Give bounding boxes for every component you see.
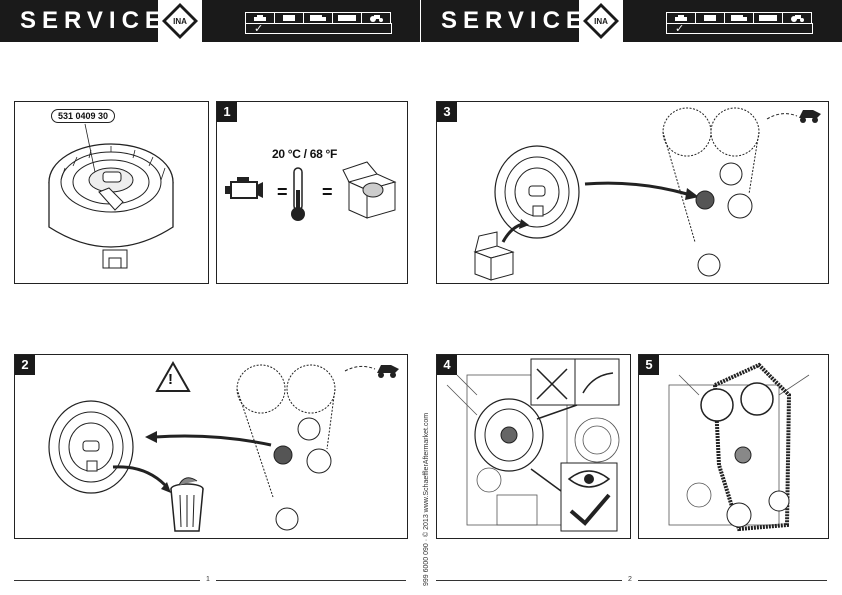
vehicle-box-car xyxy=(666,12,695,24)
equals-symbol-2: = xyxy=(322,182,333,202)
panel-step-4: 4 xyxy=(436,354,631,539)
belt-layout xyxy=(236,364,336,531)
box-open-icon xyxy=(473,231,515,281)
header-divider xyxy=(420,0,421,42)
car-icon xyxy=(675,15,687,21)
panel-step-2: 2 xyxy=(14,354,408,539)
equals-symbol-1: = xyxy=(277,182,288,202)
vehicle-box-van xyxy=(695,12,724,24)
header-bar-right: SERVICE INA ✓ xyxy=(421,0,842,42)
footer-line-right-a xyxy=(436,580,622,581)
page-number-left: 1 xyxy=(206,576,210,583)
van-icon xyxy=(704,15,716,21)
service-title-right: SERVICE xyxy=(441,7,588,34)
vehicle-box-bus xyxy=(332,12,361,24)
checkmark-icon xyxy=(569,493,611,526)
van-icon xyxy=(283,15,295,21)
ina-logo-icon: INA xyxy=(583,3,619,39)
wrench-icon xyxy=(536,368,568,400)
ina-logo-icon: INA xyxy=(162,3,198,39)
step4-illustration xyxy=(446,358,620,532)
car-drive-icon xyxy=(344,365,399,378)
thermometer-icon xyxy=(291,167,305,221)
ina-logo-left: INA xyxy=(158,0,202,42)
vehicle-box-van xyxy=(274,12,303,24)
bus-icon xyxy=(338,15,356,21)
page-number-right: 2 xyxy=(628,576,632,583)
warning-exclamation: ! xyxy=(168,371,173,388)
step5-illustration xyxy=(668,362,810,532)
step-badge-1: 1 xyxy=(217,102,237,122)
step-badge-4: 4 xyxy=(437,355,457,375)
trash-bin-icon xyxy=(170,477,204,532)
eye-icon xyxy=(567,470,611,488)
service-title-left: SERVICE xyxy=(20,7,167,34)
vehicle-box-truck xyxy=(724,12,753,24)
vehicle-box-bus xyxy=(753,12,782,24)
truck-icon xyxy=(310,15,326,21)
check-icon-left: ✓ xyxy=(254,23,264,35)
engine-icon xyxy=(225,177,263,199)
warning-triangle-icon xyxy=(155,360,191,392)
part-number-label: 531 0409 30 xyxy=(51,109,116,123)
tensioner-installed xyxy=(474,398,544,472)
truck-icon xyxy=(731,15,747,21)
hand-icon xyxy=(582,372,614,394)
footer-line-left-a xyxy=(14,580,200,581)
logo-text: INA xyxy=(594,17,608,26)
vehicle-box-tractor xyxy=(782,12,812,24)
tensioner-pulley-illustration xyxy=(48,123,174,269)
ina-logo-right: INA xyxy=(579,0,623,42)
tensioner-pulley-removed xyxy=(48,400,134,494)
car-icon xyxy=(254,15,266,21)
panel-step-5: 5 xyxy=(638,354,829,539)
tensioner-pulley-large xyxy=(494,145,580,239)
step3-illustration xyxy=(473,107,821,281)
temperature-label: 20 °C / 68 °F xyxy=(272,147,338,161)
step1-illustration xyxy=(225,161,397,221)
vehicle-category-strip-right xyxy=(666,12,812,34)
step-badge-2: 2 xyxy=(15,355,35,375)
vehicle-box-truck xyxy=(303,12,332,24)
panel-part-overview: 531 0409 30 xyxy=(14,101,209,284)
belt-layout xyxy=(662,107,760,277)
car-drive-icon xyxy=(766,110,821,123)
vehicle-category-strip-left xyxy=(245,12,391,34)
panel-step-3: 3 xyxy=(436,101,829,284)
panel-step-1: 1 20 °C / 68 °F = = xyxy=(216,101,408,284)
box-with-part-icon xyxy=(342,161,397,219)
logo-text: INA xyxy=(173,17,187,26)
vehicle-box-tractor xyxy=(361,12,391,24)
step-badge-3: 3 xyxy=(437,102,457,122)
engine-block-detail xyxy=(446,374,620,526)
header-bar-left: SERVICE INA ✓ xyxy=(0,0,420,42)
vehicle-check-row-right xyxy=(666,23,813,34)
step-badge-5: 5 xyxy=(639,355,659,375)
footer-line-left-b xyxy=(216,580,406,581)
bus-icon xyxy=(759,15,777,21)
step2-illustration xyxy=(48,360,399,532)
vehicle-box-car xyxy=(245,12,274,24)
document-reference-text: 999 6000 090 · © 2013 www.SchaefflerAfte… xyxy=(423,412,430,586)
check-icon-right: ✓ xyxy=(675,23,685,35)
footer-line-right-b xyxy=(638,580,827,581)
vehicle-check-row-left xyxy=(245,23,392,34)
timing-belt-route xyxy=(712,362,792,532)
tractor-icon xyxy=(370,15,383,22)
tractor-icon xyxy=(791,15,804,22)
